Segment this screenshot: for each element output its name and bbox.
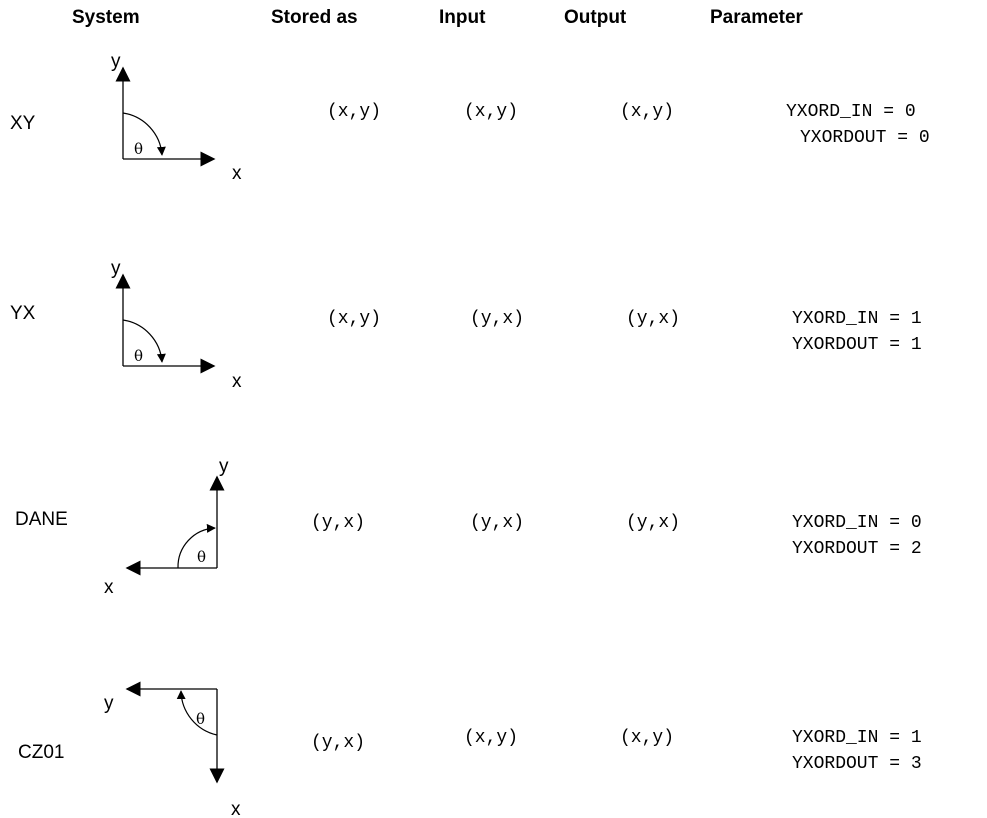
rotation-arc bbox=[176, 690, 218, 736]
x-axis-label: x bbox=[232, 371, 242, 392]
param-out-xy: YXORDOUT = 0 bbox=[800, 128, 930, 148]
stored-as-cz01: (y,x) bbox=[311, 733, 366, 753]
y-axis-label: y bbox=[111, 258, 121, 279]
xy-axes-diagram: y x θ bbox=[111, 51, 242, 184]
input-dane: (y,x) bbox=[470, 513, 525, 533]
input-cz01: (x,y) bbox=[464, 728, 519, 748]
yx-axes-diagram: y x θ bbox=[111, 258, 242, 392]
rotation-arc bbox=[122, 112, 166, 156]
theta-symbol: θ bbox=[134, 140, 143, 158]
rotation-arc bbox=[177, 523, 216, 569]
system-name-dane: DANE bbox=[15, 509, 68, 530]
input-yx: (y,x) bbox=[470, 309, 525, 329]
output-yx: (y,x) bbox=[626, 309, 681, 329]
y-axis-label: y bbox=[104, 693, 114, 714]
stored-as-dane: (y,x) bbox=[311, 513, 366, 533]
cz01-axes-diagram: y x θ bbox=[104, 681, 241, 818]
param-out-yx: YXORDOUT = 1 bbox=[792, 335, 922, 355]
header-stored-as: Stored as bbox=[271, 7, 358, 28]
theta-symbol: θ bbox=[197, 548, 206, 566]
header-parameter: Parameter bbox=[710, 7, 803, 28]
output-dane: (y,x) bbox=[626, 513, 681, 533]
dane-axes-diagram: y x θ bbox=[104, 456, 229, 598]
x-axis-label: x bbox=[231, 799, 241, 818]
y-axis-label: y bbox=[111, 51, 121, 72]
system-name-xy: XY bbox=[10, 113, 36, 134]
param-in-yx: YXORD_IN = 1 bbox=[792, 309, 922, 329]
stored-as-yx: (x,y) bbox=[327, 309, 382, 329]
x-axis-label: x bbox=[104, 577, 114, 598]
stored-as-xy: (x,y) bbox=[327, 102, 382, 122]
y-axis-label: y bbox=[219, 456, 229, 477]
output-cz01: (x,y) bbox=[620, 728, 675, 748]
header-system: System bbox=[72, 7, 140, 28]
param-in-cz01: YXORD_IN = 1 bbox=[792, 728, 922, 748]
system-name-cz01: CZ01 bbox=[18, 742, 65, 763]
output-xy: (x,y) bbox=[620, 102, 675, 122]
input-xy: (x,y) bbox=[464, 102, 519, 122]
rotation-arc bbox=[122, 319, 166, 363]
param-out-cz01: YXORDOUT = 3 bbox=[792, 754, 922, 774]
theta-symbol: θ bbox=[196, 710, 205, 728]
header-input: Input bbox=[439, 7, 486, 28]
x-axis-label: x bbox=[232, 163, 242, 184]
param-out-dane: YXORDOUT = 2 bbox=[792, 539, 922, 559]
header-output: Output bbox=[564, 7, 627, 28]
system-name-yx: YX bbox=[10, 303, 36, 324]
theta-symbol: θ bbox=[134, 347, 143, 365]
param-in-xy: YXORD_IN = 0 bbox=[786, 102, 916, 122]
param-in-dane: YXORD_IN = 0 bbox=[792, 513, 922, 533]
